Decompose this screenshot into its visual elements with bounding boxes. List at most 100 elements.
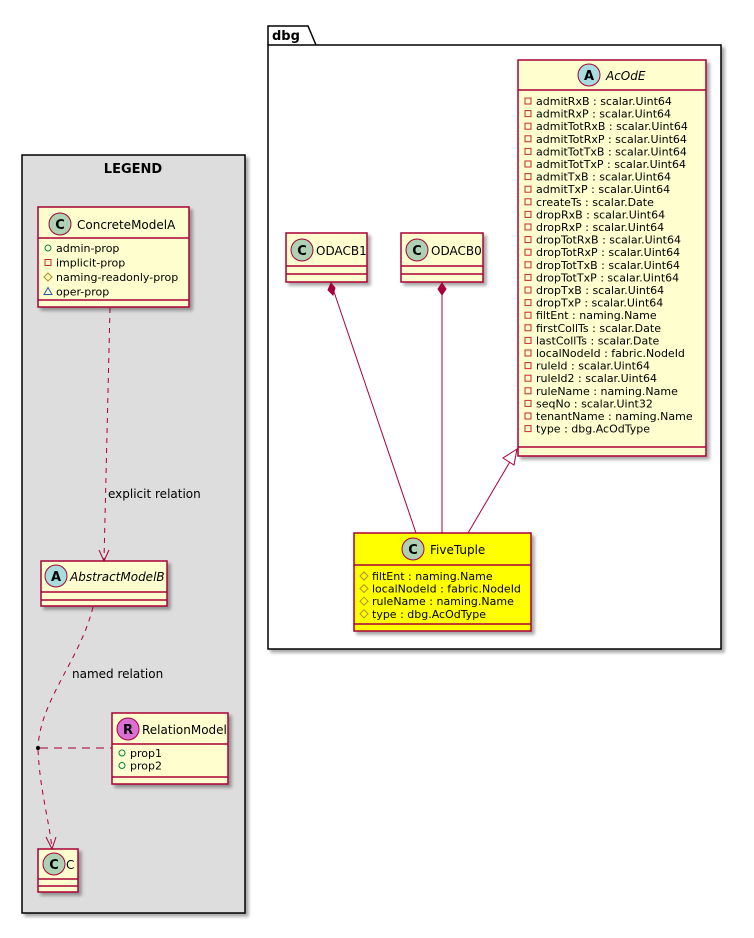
attribute-row: admitTotRxP : scalar.Uint64 (536, 133, 687, 146)
attribute-row: dropTxP : scalar.Uint64 (536, 297, 663, 310)
class-c[interactable]: C C (37, 848, 79, 893)
class-stereotype-icon (401, 537, 425, 561)
attribute-row: dropRxP : scalar.Uint64 (536, 221, 664, 234)
attribute-row: oper-prop (56, 286, 109, 299)
private-visibility-icon (524, 173, 532, 181)
private-visibility-icon (524, 223, 532, 231)
attribute-row: firstCollTs : scalar.Date (536, 322, 661, 335)
private-visibility-icon (524, 147, 532, 155)
private-visibility-icon (524, 374, 532, 382)
private-visibility-icon (524, 311, 532, 319)
class-name: RelationModel (142, 723, 227, 737)
attribute-row: admitTxP : scalar.Uint64 (536, 183, 670, 196)
private-visibility-icon (524, 412, 532, 420)
private-visibility-icon (524, 135, 532, 143)
protected-visibility-icon (359, 571, 369, 581)
attribute-row: admitRxB : scalar.Uint64 (536, 95, 672, 108)
private-visibility-icon (524, 110, 532, 118)
inheritance-edge (467, 459, 512, 534)
class-stereotype-letter: A (584, 69, 594, 84)
private-visibility-icon (524, 299, 532, 307)
legend-title: LEGEND (104, 162, 163, 177)
class-name: ConcreteModelA (77, 218, 176, 232)
class-stereotype-icon (44, 564, 68, 588)
named-relation-label: named relation (72, 667, 163, 681)
attribute-row: admitRxP : scalar.Uint64 (536, 108, 671, 121)
attribute-row: naming-readonly-prop (56, 271, 178, 284)
legend-panel: LEGEND C ConcreteModelA admin-propimplic… (21, 154, 246, 914)
protected-visibility-icon (359, 583, 369, 594)
class-concrete-model-a[interactable]: C ConcreteModelA admin-propimplicit-prop… (37, 206, 190, 308)
private-visibility-icon (524, 210, 532, 218)
attribute-row: localNodeId : fabric.NodeId (372, 583, 521, 596)
attribute-row: ruleName : naming.Name (372, 595, 514, 608)
attribute-row: type : dbg.AcOdType (372, 608, 486, 621)
class-stereotype-icon (116, 717, 140, 741)
attribute-row: tenantName : naming.Name (536, 410, 693, 423)
attribute-row: admitTotRxB : scalar.Uint64 (536, 120, 688, 133)
class-acode[interactable]: A AcOdE admitRxB : scalar.Uint64admitRxP… (517, 59, 707, 457)
private-visibility-icon (524, 185, 532, 193)
attribute-row: dropTxB : scalar.Uint64 (536, 284, 664, 297)
protected-visibility-icon (359, 609, 369, 619)
protected-visibility-icon (359, 596, 369, 606)
attribute-row: type : dbg.AcOdType (536, 423, 650, 436)
attribute-row: admitTxB : scalar.Uint64 (536, 171, 671, 184)
class-name: ODACB0 (431, 244, 482, 258)
attribute-row: seqNo : scalar.Uint32 (536, 397, 653, 410)
class-name: AbstractModelB (69, 570, 165, 584)
attribute-row: dropTotRxB : scalar.Uint64 (536, 234, 681, 247)
association-point (36, 746, 40, 750)
attribute-row: dropRxB : scalar.Uint64 (536, 208, 665, 221)
generalization-arrow-icon (502, 447, 518, 466)
class-abstract-model-b[interactable]: A AbstractModelB (40, 560, 168, 607)
attribute-row: prop2 (130, 760, 162, 773)
class-stereotype-letter: C (408, 543, 418, 558)
attribute-row: admin-prop (56, 242, 119, 255)
class-stereotype-icon (42, 852, 66, 876)
attribute-row: dropTotRxP : scalar.Uint64 (536, 246, 680, 259)
class-stereotype-icon (577, 63, 601, 87)
class-fivetuple[interactable]: C FiveTuple filtEnt : naming.NamelocalNo… (353, 532, 532, 632)
attribute-row: dropTotTxP : scalar.Uint64 (536, 271, 679, 284)
attribute-row: createTs : scalar.Date (536, 196, 654, 209)
private-visibility-icon (524, 248, 532, 256)
package-name: dbg (272, 29, 300, 44)
class-stereotype-icon (405, 238, 429, 262)
attribute-row: localNodeId : fabric.NodeId (536, 347, 685, 360)
package-dbg: dbg A AcOdE admitRxB : scalar.Uint64admi… (267, 25, 722, 650)
attribute-row: admitTotTxB : scalar.Uint64 (536, 145, 687, 158)
class-name: ODACB1 (316, 244, 367, 258)
attribute-row: prop1 (130, 747, 162, 760)
class-stereotype-letter: C (412, 244, 422, 259)
class-name: FiveTuple (430, 543, 485, 557)
private-visibility-icon (524, 362, 532, 370)
protected-visibility-icon (43, 272, 53, 282)
composition-diamond-icon (437, 282, 447, 296)
private-visibility-icon (524, 336, 532, 344)
private-visibility-icon (524, 236, 532, 244)
private-visibility-icon (524, 286, 532, 294)
attribute-row: ruleId2 : scalar.Uint64 (536, 372, 657, 385)
attribute-row: admitTotTxP : scalar.Uint64 (536, 158, 686, 171)
class-name: C (66, 858, 74, 872)
class-stereotype-letter: C (49, 858, 59, 873)
private-visibility-icon (524, 198, 532, 206)
private-visibility-icon (524, 160, 532, 168)
private-visibility-icon (524, 97, 532, 105)
explicit-relation-label: explicit relation (108, 487, 201, 501)
explicit-relation-edge (103, 307, 111, 561)
attribute-list: admin-propimplicit-propnaming-readonly-p… (43, 242, 178, 299)
private-visibility-icon (524, 387, 532, 395)
class-stereotype-letter: A (51, 570, 61, 585)
class-odacb0[interactable]: C ODACB0 (400, 232, 484, 283)
attribute-row: ruleId : scalar.Uint64 (536, 360, 650, 373)
class-odacb1[interactable]: C ODACB1 (285, 232, 368, 283)
attribute-row: dropTotTxB : scalar.Uint64 (536, 259, 680, 272)
private-visibility-icon (44, 259, 52, 266)
attribute-row: lastCollTs : scalar.Date (536, 334, 660, 347)
